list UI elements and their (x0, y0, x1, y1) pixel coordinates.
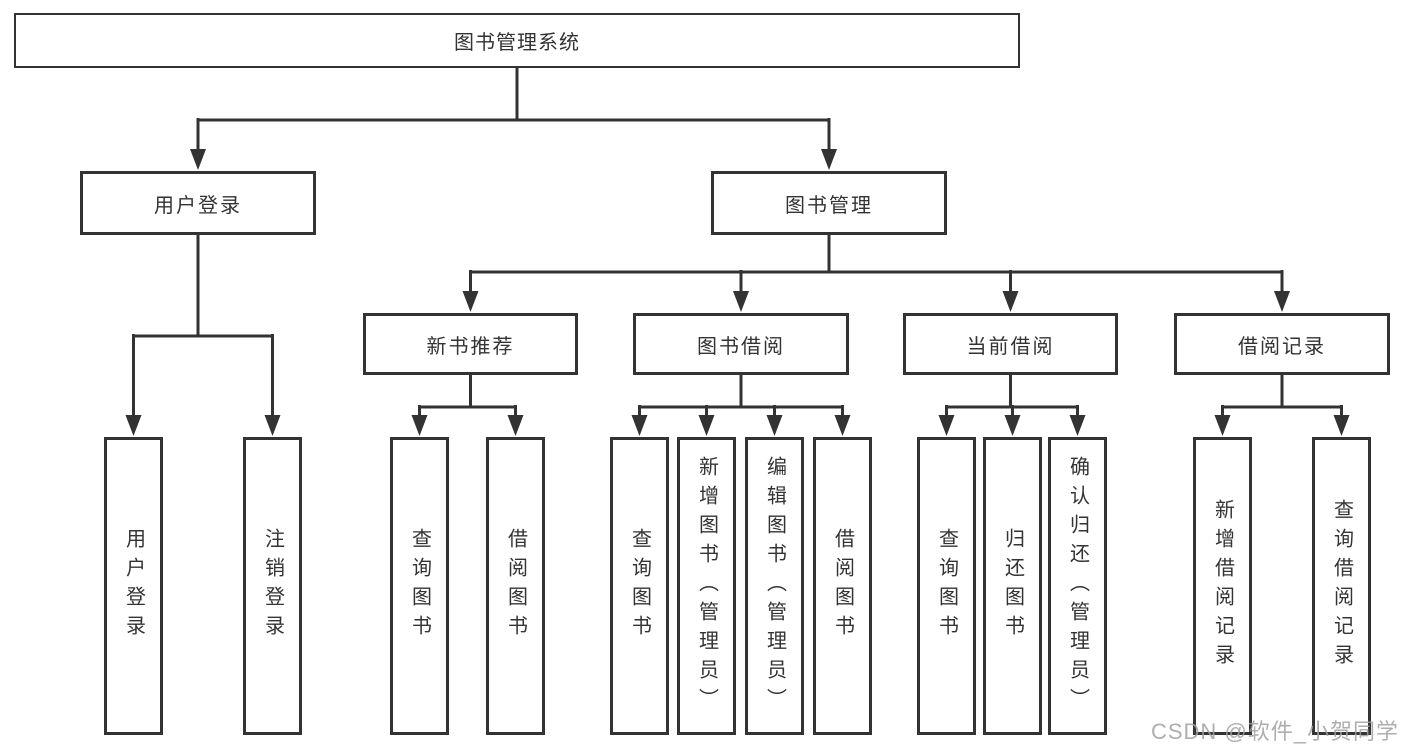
node-label: 归还图书 (1001, 528, 1024, 644)
node-current-borrow: 当前借阅 (903, 313, 1118, 375)
node-label: 借阅图书 (831, 528, 854, 644)
node-leaf-query-books-current: 查询图书 (917, 437, 976, 735)
node-library-management-system: 图书管理系统 (14, 13, 1020, 68)
node-leaf-query-books-borrow: 查询图书 (610, 437, 669, 735)
node-label: 确认归还（管理员） (1066, 455, 1089, 717)
node-label: 图书借阅 (697, 335, 785, 358)
node-user-login-branch: 用户登录 (80, 171, 316, 235)
node-label: 新增借阅记录 (1211, 499, 1234, 673)
node-label: 新增图书（管理员） (695, 455, 718, 717)
node-leaf-add-books-admin: 新增图书（管理员） (677, 437, 736, 735)
node-new-book-recommend: 新书推荐 (363, 313, 578, 375)
node-leaf-add-borrow-record: 新增借阅记录 (1193, 437, 1252, 735)
node-book-borrow: 图书借阅 (633, 313, 849, 375)
node-label: 借阅图书 (504, 528, 527, 644)
node-label: 查询图书 (628, 528, 651, 644)
node-label: 新书推荐 (426, 335, 515, 358)
node-leaf-edit-books-admin: 编辑图书（管理员） (745, 437, 804, 735)
node-label: 借阅记录 (1238, 335, 1326, 358)
node-label: 编辑图书（管理员） (763, 455, 786, 717)
node-leaf-user-login: 用户登录 (104, 437, 163, 735)
node-label: 用户登录 (122, 528, 145, 644)
node-label: 当前借阅 (966, 335, 1055, 358)
node-label: 查询借阅记录 (1330, 499, 1353, 673)
node-leaf-borrow-books: 借阅图书 (813, 437, 872, 735)
node-leaf-query-borrow-record: 查询借阅记录 (1312, 437, 1371, 735)
node-leaf-borrow-books-recommend: 借阅图书 (486, 437, 545, 735)
node-leaf-confirm-return-admin: 确认归还（管理员） (1048, 437, 1107, 735)
csdn-watermark: CSDN @软件_小贺同学 (1150, 719, 1399, 744)
node-label: 查询图书 (408, 528, 431, 644)
node-leaf-query-books-recommend: 查询图书 (390, 437, 449, 735)
node-label: 图书管理 (785, 194, 873, 217)
node-borrow-records: 借阅记录 (1174, 313, 1390, 375)
node-label: 注销登录 (261, 528, 284, 644)
node-leaf-return-books: 归还图书 (983, 437, 1042, 735)
node-leaf-logout: 注销登录 (243, 437, 302, 735)
node-label: 用户登录 (154, 194, 242, 217)
node-book-management: 图书管理 (711, 171, 947, 235)
node-label: 查询图书 (935, 528, 958, 644)
node-label: 图书管理系统 (454, 32, 580, 54)
